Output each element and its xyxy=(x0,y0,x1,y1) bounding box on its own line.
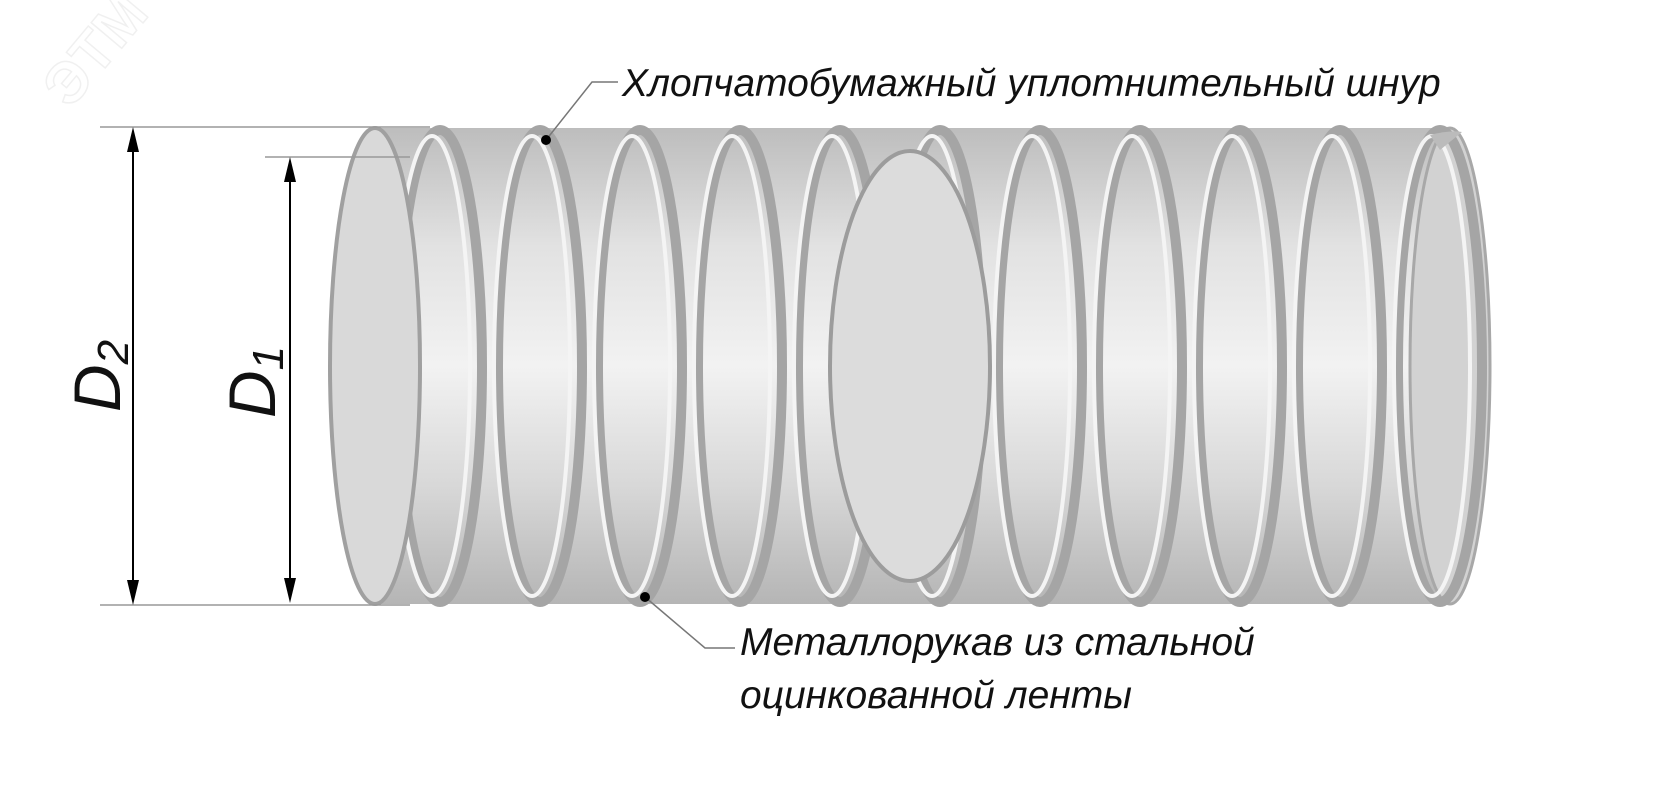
hose-rib-highlight xyxy=(592,134,672,598)
hose-callout: Металлорукав из стальной оцинкованной ле… xyxy=(640,592,1255,717)
hose-label-line2: оцинкованной ленты xyxy=(740,674,1132,717)
hose-rib-highlight xyxy=(1292,134,1372,598)
dimension-d2 xyxy=(100,126,430,606)
hose-label-line1: Металлорукав из стальной xyxy=(740,621,1255,664)
hose-left-end xyxy=(328,126,422,606)
cord-callout: Хлопчатобумажный уплотнительный шнур xyxy=(541,62,1441,145)
cord-label: Хлопчатобумажный уплотнительный шнур xyxy=(621,62,1441,105)
hose-rib xyxy=(693,125,787,607)
dimension-d1 xyxy=(265,156,410,603)
d2-label: D2 xyxy=(60,340,138,412)
hose-rib xyxy=(593,125,687,607)
d1-subscript: 1 xyxy=(244,346,293,370)
hose-rib xyxy=(993,125,1087,607)
strip-end xyxy=(1430,131,1462,150)
hose-rib xyxy=(1193,125,1287,607)
hose-rib xyxy=(1093,125,1187,607)
hose-inner-opening xyxy=(828,149,992,583)
d2-subscript: 2 xyxy=(89,340,138,365)
hose-right-end xyxy=(1408,126,1492,606)
hose-rib-highlight xyxy=(1092,134,1172,598)
metal-hose xyxy=(328,125,1492,607)
hose-rib-highlight xyxy=(692,134,772,598)
cord-pointer-dot xyxy=(541,135,551,145)
svg-text:ЭТМ: ЭТМ xyxy=(30,0,160,118)
d1-label: D1 xyxy=(215,346,293,418)
hose-pointer-dot xyxy=(640,592,650,602)
hose-rib xyxy=(493,125,587,607)
watermark-logo: ЭТМ xyxy=(29,0,161,119)
hose-rib-highlight xyxy=(492,134,572,598)
hose-rib xyxy=(1293,125,1387,607)
d2-letter: D xyxy=(60,364,134,412)
hose-rib-highlight xyxy=(992,134,1072,598)
hose-rib-highlight xyxy=(1192,134,1272,598)
hose-rib xyxy=(1393,125,1487,607)
d1-letter: D xyxy=(215,370,289,418)
